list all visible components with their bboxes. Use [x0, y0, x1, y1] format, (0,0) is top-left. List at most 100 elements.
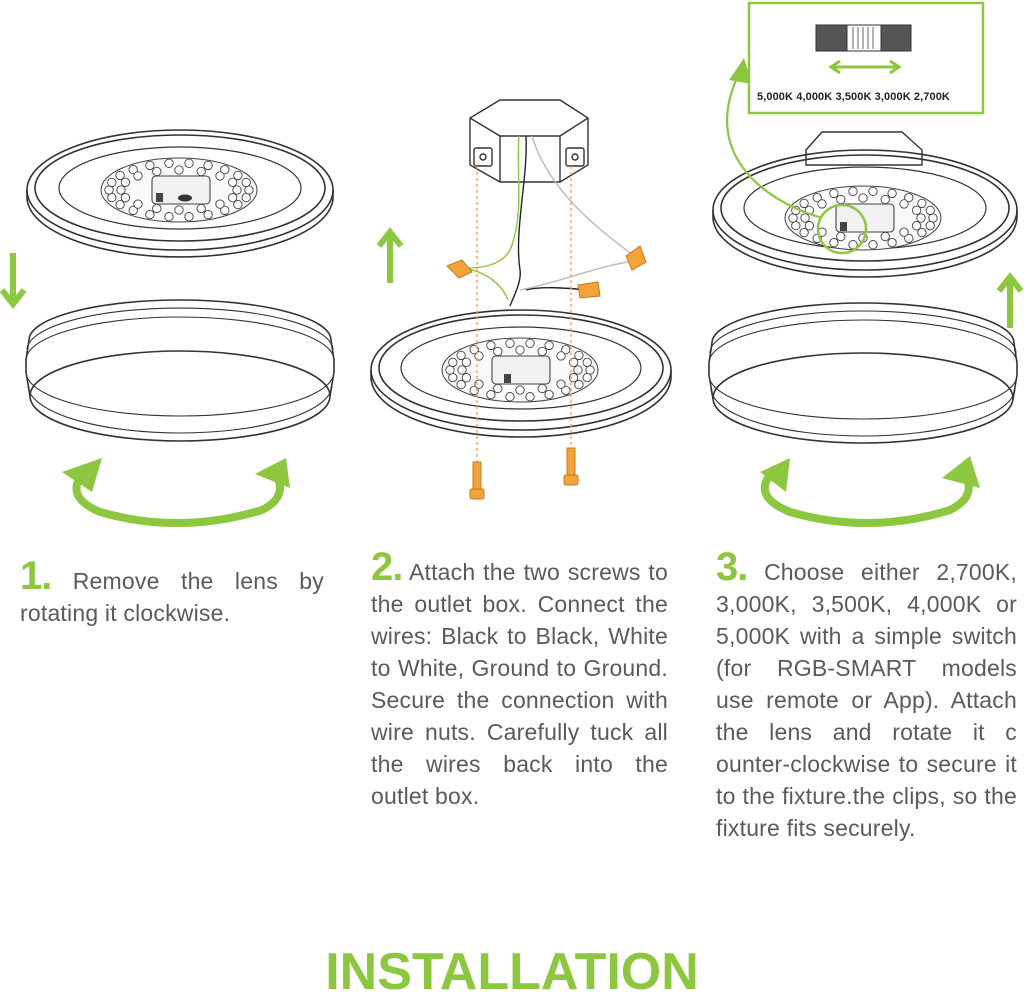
led-dot [515, 345, 525, 355]
led-dot [196, 166, 206, 177]
led-dot [174, 165, 184, 175]
led-dot [505, 392, 515, 402]
step-number: 3. [716, 545, 748, 589]
led-dot [544, 389, 554, 400]
led-dot [829, 237, 839, 248]
step-text: Remove the lens by rotating it clockwise… [20, 568, 325, 626]
panel-3-fixture [708, 1, 1024, 528]
led-dot [215, 199, 225, 209]
led-dot [899, 227, 909, 237]
panel-2-fixture [370, 99, 672, 500]
led-dot [145, 160, 155, 171]
led-dot [582, 372, 592, 383]
led-dot [145, 209, 155, 220]
led-dot [104, 185, 114, 195]
fixture-base-2 [370, 309, 672, 438]
step-number: 2. [371, 545, 403, 589]
wire-nut-icon [446, 245, 647, 299]
step-text: Attach the two screws to the outlet box.… [371, 559, 668, 809]
step-1: 1. Remove the lens by rotating it clockw… [20, 556, 325, 629]
led-dot [544, 340, 554, 351]
step-number: 1. [20, 554, 52, 598]
led-dot [880, 231, 890, 242]
led-board-1 [100, 157, 258, 223]
page-title: INSTALLATION [325, 943, 699, 1001]
led-dot [241, 192, 251, 203]
switch-icon [815, 24, 912, 52]
led-dot [836, 194, 846, 205]
led-dot [804, 221, 815, 231]
rotate-counter-clockwise-icon [760, 456, 980, 528]
lens-1 [25, 299, 335, 442]
led-dot [164, 158, 174, 168]
led-dot [244, 185, 254, 195]
led-dot [448, 357, 458, 368]
led-dot [868, 240, 878, 250]
arrow-up-icon [996, 272, 1024, 328]
led-dot [525, 392, 535, 402]
led-dot [461, 357, 472, 367]
led-dot [791, 220, 801, 231]
led-dot [887, 188, 897, 199]
led-dot [505, 338, 515, 348]
led-dot [133, 199, 143, 209]
fixture-base-1 [26, 129, 334, 258]
led-dot [585, 365, 595, 375]
panel-1-fixture [0, 129, 335, 528]
led-dot [887, 237, 897, 248]
led-dot [525, 338, 535, 348]
led-dot [493, 346, 503, 357]
led-dot [858, 193, 868, 203]
outlet-box [469, 99, 589, 183]
rotate-clockwise-icon [62, 458, 290, 528]
led-board-2 [441, 337, 599, 403]
led-dot [928, 213, 938, 223]
screw-guides [476, 166, 572, 462]
step-2: 2. Attach the two screws to the outlet b… [371, 547, 668, 812]
led-dot [582, 357, 592, 368]
led-dot [515, 385, 525, 395]
lens-3 [708, 302, 1018, 444]
led-dot [925, 205, 935, 216]
led-dot [152, 203, 162, 214]
led-dot [461, 373, 472, 383]
led-dot [120, 177, 131, 187]
led-dot [916, 213, 926, 223]
led-dot [899, 199, 909, 209]
led-dot [537, 383, 547, 394]
led-dot [457, 365, 467, 375]
led-dot [474, 351, 484, 361]
led-dot [232, 185, 242, 195]
led-dot [573, 365, 583, 375]
led-dot [537, 346, 547, 357]
led-dot [184, 158, 194, 168]
led-dot [800, 213, 810, 223]
mounting-box [805, 131, 923, 166]
led-dot [227, 193, 238, 203]
led-dot [184, 212, 194, 222]
led-dot [116, 185, 126, 195]
led-dot [925, 220, 935, 231]
screw-icon [469, 447, 579, 500]
arrow-down-icon [0, 253, 27, 309]
led-dot [911, 221, 922, 231]
led-dot [493, 383, 503, 394]
step-3: 3. Choose either 2,700K, 3,000K, 3,500K,… [716, 547, 1017, 844]
led-dot [203, 160, 213, 171]
led-dot [164, 212, 174, 222]
led-dot [448, 372, 458, 383]
switch-highlight [816, 203, 868, 255]
led-dot [829, 188, 839, 199]
led-dot [474, 379, 484, 389]
led-dot [788, 213, 798, 223]
color-temperature-options: 5,000K 4,000K 3,500K 3,000K 2,700K [757, 91, 950, 103]
slide-arrow-icon [828, 59, 902, 75]
led-dot [486, 340, 496, 351]
led-dot [215, 171, 225, 181]
led-dot [556, 379, 566, 389]
callout-pointer [726, 71, 823, 220]
led-dot [241, 177, 251, 188]
led-dot [133, 171, 143, 181]
led-dot [203, 209, 213, 220]
